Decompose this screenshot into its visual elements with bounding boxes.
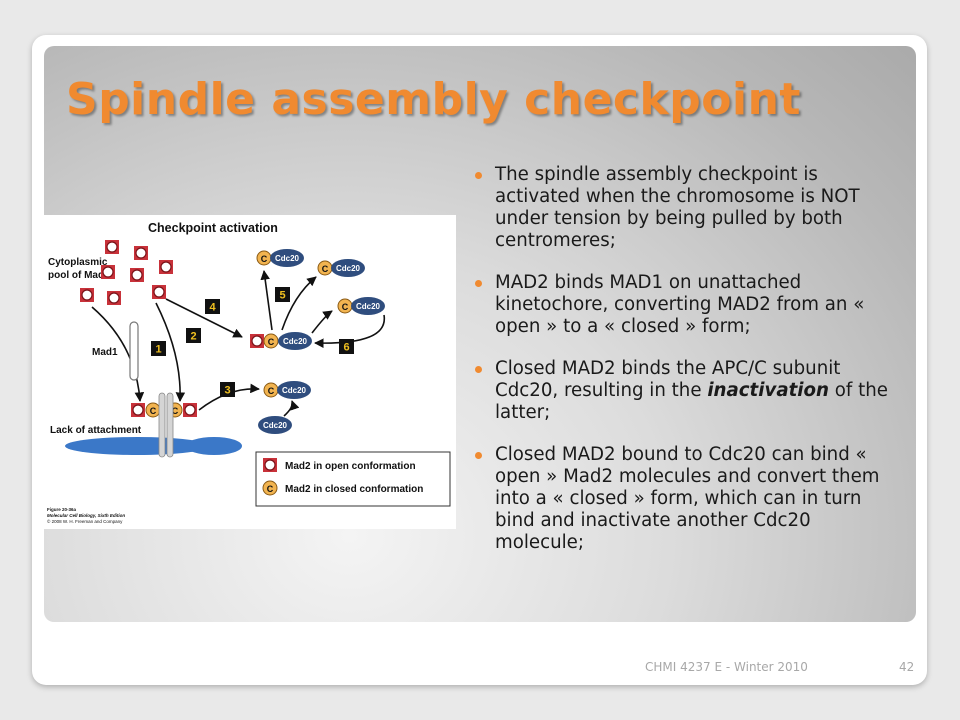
svg-text:Cdc20: Cdc20 [282,386,307,395]
svg-text:Cdc20: Cdc20 [263,421,288,430]
arrow [311,310,333,334]
figure-heading: Checkpoint activation [148,221,278,235]
chromosome-right [186,437,242,455]
svg-text:4: 4 [209,302,216,314]
step-3-icon: 3 [220,382,235,397]
open-mad2-icon [130,268,144,282]
checkpoint-diagram: Checkpoint activation Cytoplasmic pool o… [47,221,451,524]
figure-caption: Figure 20-36a [47,507,77,512]
open-mad2-icon [159,260,173,274]
closed-mad2-icon: C [337,298,353,314]
arrow [91,306,145,402]
page-number: 42 [899,660,915,674]
cdc20-icon: Cdc20 [277,381,311,399]
pool-label: pool of Mad2 [48,270,110,281]
arrow [281,276,317,331]
closed-mad2-icon: C [263,382,279,398]
svg-text:2: 2 [190,331,196,343]
step-4-icon: 4 [205,299,220,314]
mad1-shape [129,321,139,381]
step-1-icon: 1 [151,341,166,356]
svg-text:Cdc20: Cdc20 [356,302,381,311]
closed-mad2-icon: C [263,333,279,349]
open-mad2-icon [152,285,166,299]
checkpoint-figure: Checkpoint activation Cytoplasmic pool o… [44,215,456,529]
figure-caption: © 2008 W. H. Freeman and Company [47,518,123,524]
cdc20-icon: Cdc20 [278,332,312,350]
svg-text:Cdc20: Cdc20 [336,264,361,273]
svg-text:3: 3 [224,385,230,397]
svg-text:C: C [268,337,275,347]
open-mad2-icon [131,403,145,417]
legend-closed-label: Mad2 in closed conformation [285,484,423,495]
svg-text:Cdc20: Cdc20 [275,254,300,263]
arrow [283,400,300,417]
svg-text:C: C [268,386,275,396]
open-mad2-icon [101,265,115,279]
closed-mad2-icon: C [145,402,161,418]
open-mad2-icon [105,240,119,254]
svg-text:Cdc20: Cdc20 [283,337,308,346]
step-5-icon: 5 [275,287,290,302]
step-2-icon: 2 [186,328,201,343]
legend-open-label: Mad2 in open conformation [285,461,416,472]
arrow [314,314,386,349]
arrow [165,298,243,338]
cdc20-icon: Cdc20 [270,249,304,267]
open-mad2-icon [183,403,197,417]
kinetochore-fiber [166,392,174,458]
closed-mad2-icon: C [256,250,272,266]
open-mad2-icon [134,246,148,260]
closed-mad2-icon: C [317,260,333,276]
kinetochore-fiber [158,392,166,458]
cdc20-icon: Cdc20 [351,297,385,315]
svg-text:1: 1 [155,344,161,356]
open-mad2-icon [107,291,121,305]
svg-text:5: 5 [279,290,285,302]
svg-text:C: C [267,484,274,494]
step-6-icon: 6 [339,339,354,354]
lack-of-attachment-label: Lack of attachment [50,425,142,436]
bullet-text: Closed MAD2 binds the APC/C subunit Cdc2… [495,358,841,401]
mad1-label: Mad1 [92,347,118,358]
svg-text:C: C [342,302,349,312]
arrow [155,302,186,402]
svg-text:C: C [150,406,157,416]
pool-label: Cytoplasmic [48,257,108,268]
bullet-text: of the latter; [495,380,888,423]
svg-text:6: 6 [343,342,349,354]
bullet-item: The spindle assembly checkpoint is activ… [474,164,894,252]
cdc20-icon: Cdc20 [331,259,365,277]
svg-text:C: C [261,254,268,264]
legend-closed-icon [262,480,278,496]
slide-title: Spindle assembly checkpoint [66,74,801,125]
figure-caption: Molecular Cell Biology, Sixth Edition [47,513,125,518]
open-mad2-icon [80,288,94,302]
svg-text:C: C [322,264,329,274]
bullet-emphasis: inactivation [707,380,829,401]
open-mad2-icon [250,334,264,348]
arrow [260,270,273,331]
cdc20-icon: Cdc20 [258,416,292,434]
slide-footer: CHMI 4237 E - Winter 2010 [645,660,808,674]
legend: Mad2 in open conformation C Mad2 in clos… [255,451,451,507]
bullet-item: Closed MAD2 binds the APC/C subunit Cdc2… [474,358,894,424]
svg-text:C: C [172,406,179,416]
bullet-list: The spindle assembly checkpoint is activ… [474,164,894,574]
bullet-item: MAD2 binds MAD1 on unattached kinetochor… [474,272,894,338]
bullet-item: Closed MAD2 bound to Cdc20 can bind « op… [474,444,894,554]
